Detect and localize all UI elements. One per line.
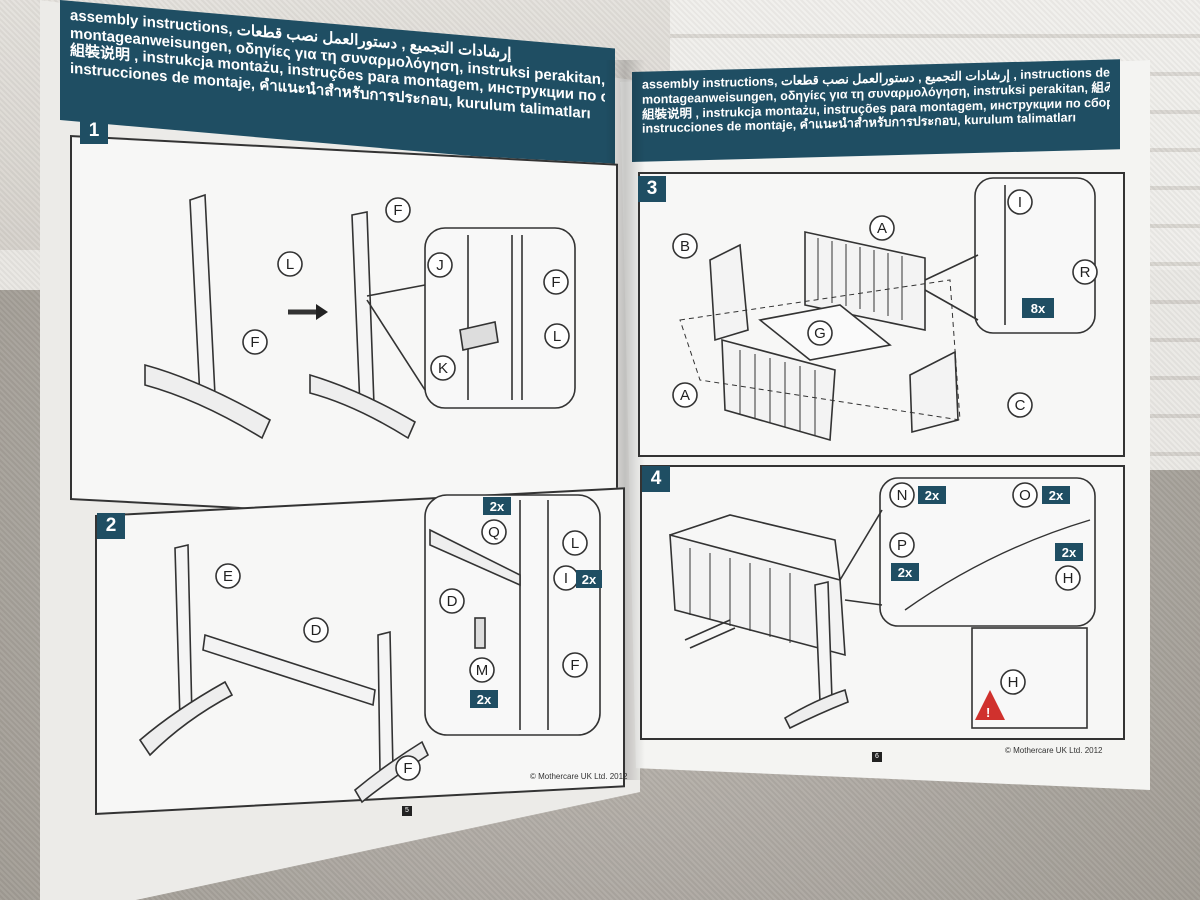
- label-R: R: [1080, 264, 1091, 281]
- step-4-number: 4: [642, 466, 670, 492]
- label-O: O: [1019, 487, 1031, 504]
- qty-tag: 2x: [490, 499, 505, 514]
- label-K: K: [438, 360, 448, 377]
- label-I: I: [564, 570, 568, 587]
- warning-icon: [975, 690, 1005, 720]
- label-D: D: [447, 593, 458, 610]
- label-B: B: [680, 238, 690, 255]
- copyright-left: © Mothercare UK Ltd. 2012: [530, 772, 628, 781]
- label-F: F: [250, 334, 259, 351]
- page-number-left: 5: [402, 806, 412, 816]
- label-A: A: [680, 387, 690, 404]
- step-3-number: 3: [638, 176, 666, 202]
- qty-tag: 2x: [1062, 545, 1077, 560]
- label-H: H: [1008, 674, 1019, 691]
- label-J: J: [436, 257, 444, 274]
- label-H: H: [1063, 570, 1074, 587]
- label-L: L: [286, 256, 294, 273]
- label-G: G: [814, 325, 826, 342]
- qty-tag: 2x: [898, 565, 913, 580]
- label-N: N: [897, 487, 908, 504]
- qty-tag: 2x: [477, 692, 492, 707]
- label-I: I: [1018, 194, 1022, 211]
- qty-tag: 8x: [1031, 301, 1046, 316]
- page-number-right: 6: [872, 752, 882, 762]
- label-F: F: [403, 760, 412, 777]
- warning-icon-glyph: !: [986, 705, 990, 720]
- foot-drawing: [144, 363, 272, 440]
- label-F: F: [393, 202, 402, 219]
- label-F: F: [551, 274, 560, 291]
- step-1-number: 1: [80, 118, 108, 144]
- cot-bars: [689, 238, 903, 643]
- label-Q: Q: [488, 524, 500, 541]
- label-D: D: [311, 622, 322, 639]
- label-C: C: [1015, 397, 1026, 414]
- copyright-right: © Mothercare UK Ltd. 2012: [1005, 746, 1103, 755]
- label-E: E: [223, 568, 233, 585]
- qty-tag: 2x: [925, 488, 940, 503]
- label-P: P: [897, 537, 907, 554]
- label-L: L: [553, 328, 561, 345]
- step-2-number: 2: [97, 513, 125, 539]
- label-M: M: [476, 662, 489, 679]
- qty-tag: 2x: [1049, 488, 1064, 503]
- label-A: A: [877, 220, 887, 237]
- label-F: F: [570, 657, 579, 674]
- qty-tag: 2x: [582, 572, 597, 587]
- label-L: L: [571, 535, 579, 552]
- upright-f-drawing: [189, 193, 216, 399]
